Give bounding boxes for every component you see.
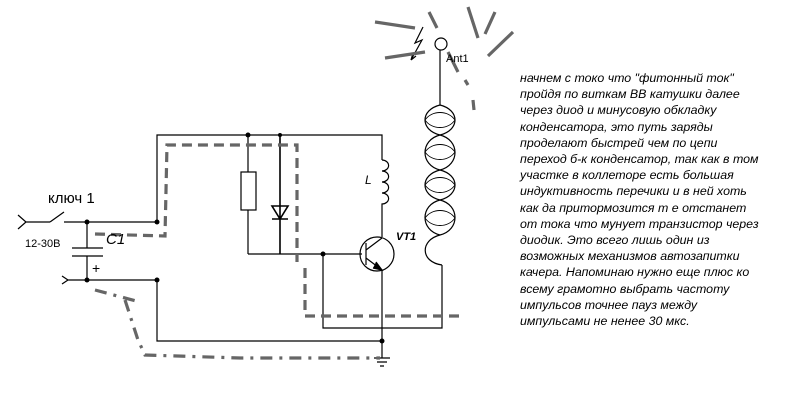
capacitor-c1 xyxy=(72,222,103,280)
wire-top xyxy=(156,134,383,222)
terminal-top xyxy=(17,214,50,230)
wire-loop xyxy=(322,254,443,329)
description-line: переход б-к конденсатор, так как в том xyxy=(520,152,759,167)
description-line: как да притормозится т е отстанет xyxy=(520,200,747,215)
description-line: индуктивность перечики и в ней хоть xyxy=(520,184,747,199)
switch xyxy=(49,211,157,223)
description-line: через диод и минусовую обкладку xyxy=(520,103,717,118)
capacitor-label: C1 xyxy=(106,231,126,248)
description-line: пройдя по виткам ВВ катушки далее xyxy=(520,87,740,102)
description-line: проделают быстрей чем по цепи xyxy=(520,135,718,150)
current-path xyxy=(94,6,515,360)
secondary-coil xyxy=(424,50,443,266)
transistor-label: VT1 xyxy=(396,231,417,243)
transistor-vt1 xyxy=(359,236,395,272)
terminal-bottom xyxy=(61,275,157,285)
voltage-label: 12-30В xyxy=(25,238,61,250)
description-line: возможных механизмов автозапитки xyxy=(520,249,740,264)
diode xyxy=(270,135,290,254)
plus-label: + xyxy=(92,260,101,276)
wire-bottom xyxy=(156,280,383,358)
description-line: импульсов точнее пауз между xyxy=(520,297,698,312)
description-line: диодик. Это всего лишь один из xyxy=(520,233,710,248)
switch-label: ключ 1 xyxy=(48,190,95,207)
description-line: участке в коллеторе есть большая xyxy=(520,168,734,183)
description-line: от тока что мунует транзистор через xyxy=(520,216,759,231)
inductor-label: L xyxy=(365,173,372,187)
description-line: начнем с токо что "фитонный ток" xyxy=(520,71,734,85)
junction-dots xyxy=(84,132,385,344)
description-line: качера. Напоминаю нужно еще плюс ко xyxy=(520,265,750,280)
description-text: начнем с токо что "фитонный ток" пройдя … xyxy=(520,70,790,329)
antenna-icon xyxy=(434,37,448,51)
description-line: импульсами не ненее 30 мкс. xyxy=(520,314,690,329)
description-line: конденсатора, это путь заряды xyxy=(520,119,713,134)
inductor-l xyxy=(381,159,390,237)
antenna-label: Ant1 xyxy=(446,53,469,65)
description-line: всему грамотно выбрать частоту xyxy=(520,281,730,296)
